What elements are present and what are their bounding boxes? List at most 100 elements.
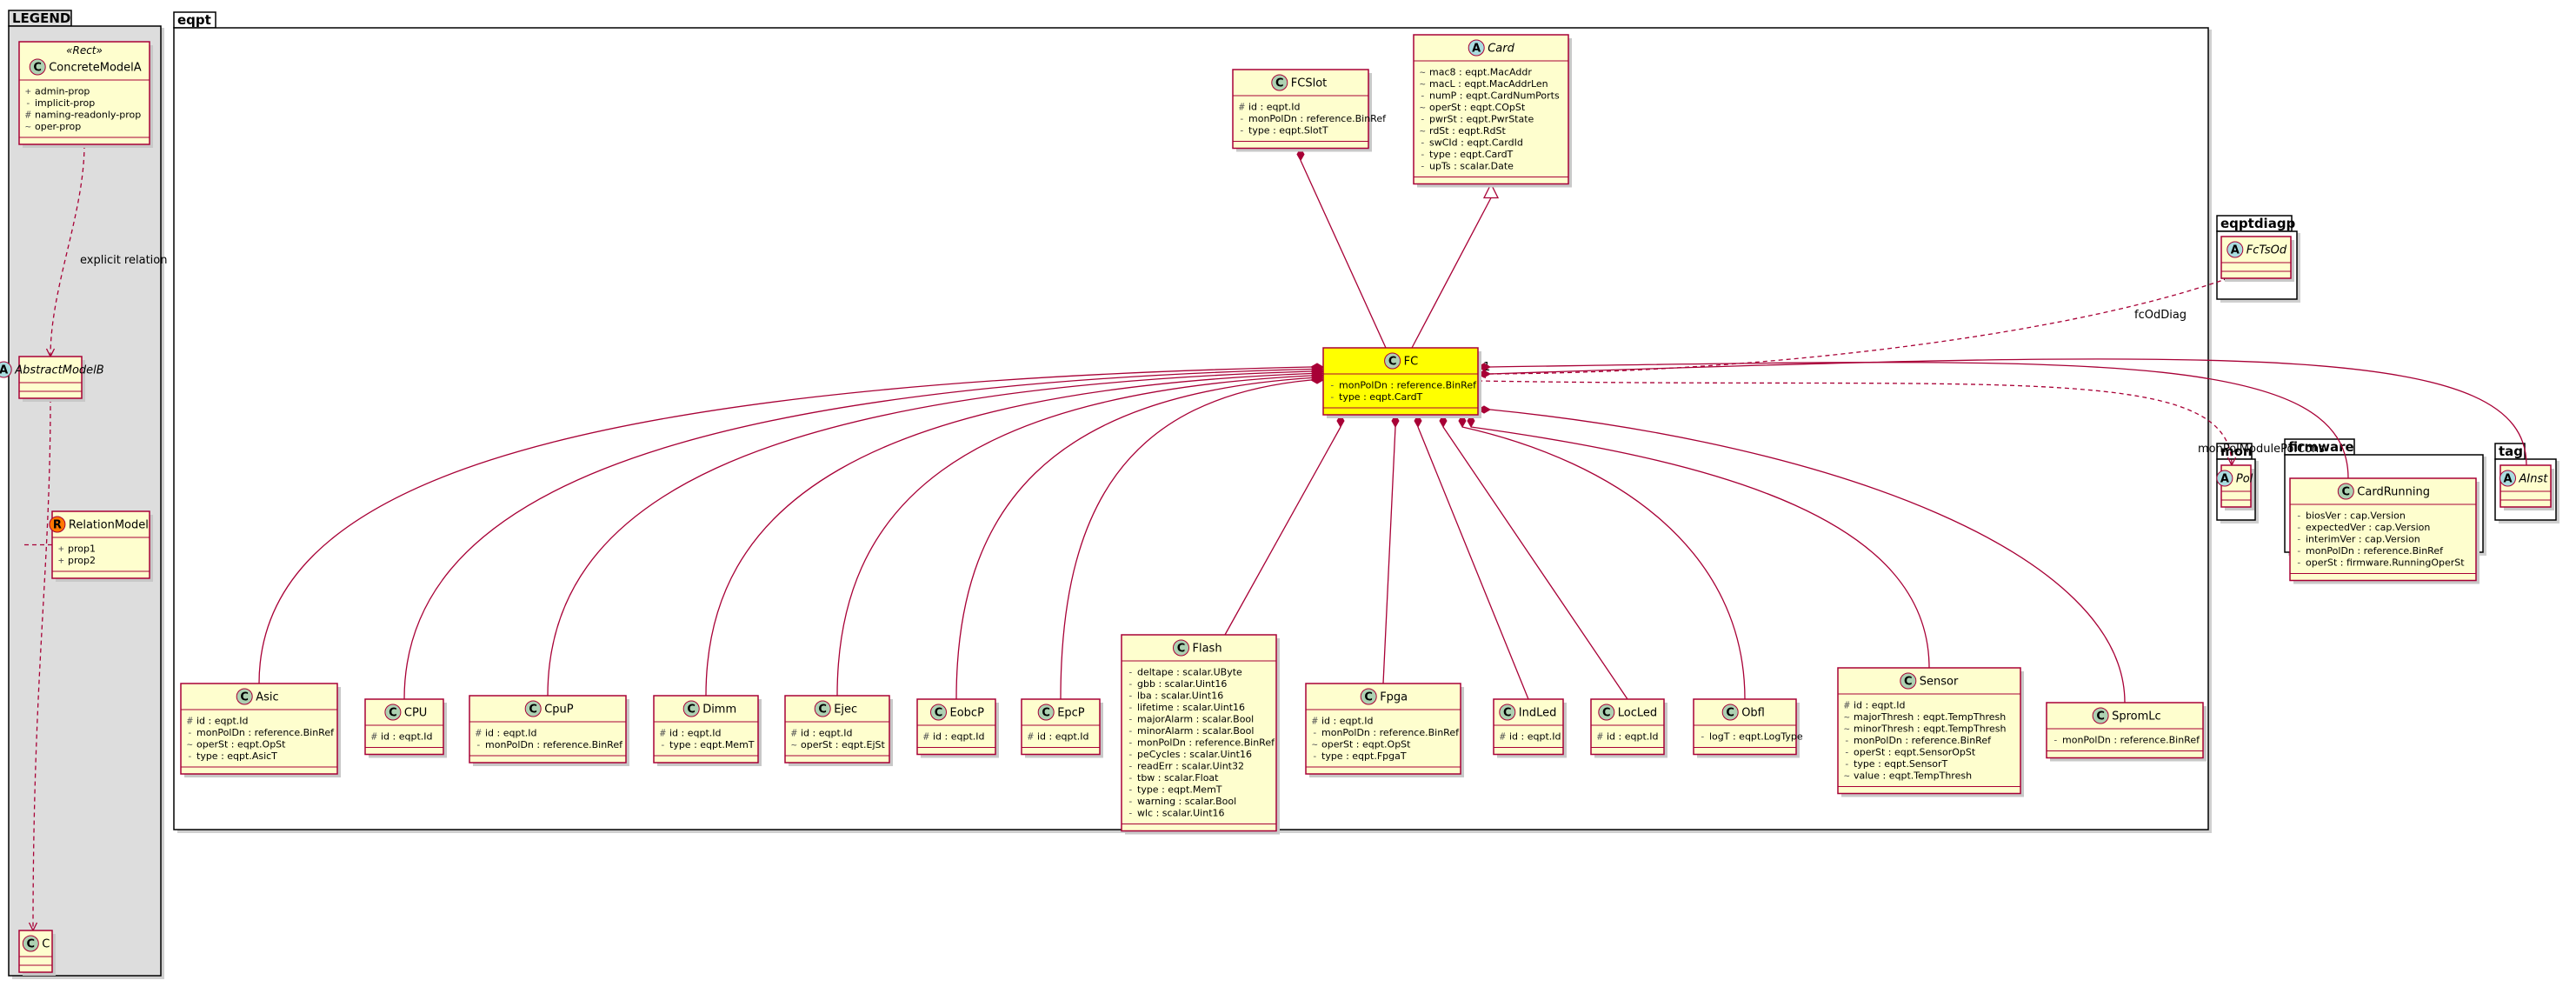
class-name: Flash (1193, 643, 1222, 656)
class-attribute: naming-readonly-prop (35, 110, 141, 121)
package-label: eqpt (177, 12, 211, 28)
class-attribute: operSt : eqpt.OpSt (1321, 739, 1411, 750)
attr-visibility-icon: # (660, 728, 666, 739)
class-kind-letter: C (1904, 676, 1913, 689)
attr-visibility-icon: - (1420, 161, 1426, 172)
attr-visibility-icon: - (1844, 747, 1850, 758)
class-attribute: id : eqpt.Id (1321, 716, 1374, 727)
class-name: Dimm (702, 704, 736, 717)
attr-visibility-icon: - (1844, 758, 1850, 770)
class-attribute: deltape : scalar.UByte (1137, 667, 1242, 678)
attr-visibility-icon: - (2296, 557, 2302, 569)
class-box (1413, 34, 1569, 185)
attr-visibility-icon: - (1239, 125, 1245, 137)
class-kind-letter: R (53, 519, 62, 532)
class-box (364, 698, 444, 756)
class-attribute: rdSt : eqpt.RdSt (1429, 125, 1506, 137)
class-attribute: monPolDn : reference.BinRef (1339, 380, 1477, 391)
class-box (1837, 667, 2021, 795)
attr-visibility-icon: - (1128, 808, 1134, 819)
class-name: CardRunning (2357, 486, 2430, 499)
fc-indled-edge (1417, 426, 1529, 700)
class-attribute: id : eqpt.Id (485, 728, 537, 739)
class-attribute: expectedVer : cap.Version (2306, 522, 2430, 533)
class-attribute: monPolDn : reference.BinRef (2062, 735, 2200, 746)
class-kind-icon (2499, 470, 2516, 487)
class-name: AInst (2519, 473, 2549, 486)
class-attribute: majorThresh : eqpt.TempThresh (1854, 711, 2006, 723)
class-box (51, 510, 150, 579)
attr-visibility-icon: + (25, 86, 31, 97)
class-box (1232, 69, 1369, 150)
attr-visibility-icon: - (1420, 137, 1426, 149)
class-kind-letter: A (2503, 473, 2512, 486)
class-attribute: admin-prop (35, 86, 90, 97)
attr-visibility-icon: # (25, 110, 31, 121)
fc-sensor-edge (1470, 426, 1930, 669)
attr-visibility-icon: # (1028, 731, 1034, 743)
class-kind-icon (1900, 672, 1917, 690)
class-attribute: type : eqpt.CardT (1339, 391, 1423, 403)
attr-visibility-icon: # (923, 731, 929, 743)
class-kind-icon (1384, 352, 1401, 370)
class-attribute: upTs : scalar.Date (1429, 161, 1514, 172)
attr-visibility-icon: - (1128, 772, 1134, 784)
class-box (1693, 698, 1797, 756)
attr-visibility-icon: # (1312, 716, 1318, 727)
class-kind-icon (2216, 470, 2233, 487)
class-name: FCSlot (1291, 77, 1327, 90)
class-box (653, 695, 759, 764)
attr-visibility-icon: - (1128, 667, 1134, 678)
fc-cpup-edge (547, 370, 1312, 697)
class-attribute: logT : eqpt.LogType (1709, 731, 1803, 743)
fcslot-fc-edge (1300, 160, 1387, 349)
class-attribute: operSt : eqpt.COpSt (1429, 102, 1526, 113)
class-attribute: type : eqpt.CardT (1429, 149, 1514, 160)
attr-visibility-icon: - (660, 739, 666, 750)
class-kind-letter: C (2096, 710, 2105, 724)
class-box (18, 41, 150, 145)
attr-visibility-icon: - (2053, 735, 2059, 746)
attr-visibility-icon: - (1128, 737, 1134, 749)
class-stereotype: «Rect» (66, 44, 103, 57)
class-attribute: id : eqpt.Id (1607, 731, 1659, 743)
attr-visibility-icon: ~ (1844, 724, 1850, 735)
attr-visibility-icon: - (25, 97, 31, 109)
class-attribute: readErr : scalar.Uint32 (1137, 761, 1244, 772)
fc-eobcp-edge (955, 377, 1312, 700)
fc-obfl-edge (1461, 426, 1746, 700)
class-attribute: id : eqpt.Id (1248, 102, 1301, 113)
class-kind-letter: C (1275, 77, 1284, 90)
attr-visibility-icon: ~ (1844, 711, 1850, 723)
class-attribute: type : eqpt.SlotT (1248, 125, 1328, 137)
package-label: firmware (2288, 439, 2354, 455)
attr-visibility-icon: - (2296, 534, 2302, 545)
class-attribute: type : eqpt.SensorT (1854, 758, 1948, 770)
fc-epcp-edge (1060, 379, 1312, 700)
class-attribute: type : eqpt.AsicT (196, 750, 277, 762)
package-label: LEGEND (12, 10, 70, 26)
class-kind-letter: C (1177, 643, 1186, 656)
attr-visibility-icon: - (1128, 761, 1134, 772)
fc-asic-edge (258, 366, 1312, 684)
attr-visibility-icon: - (187, 727, 193, 738)
class-box (18, 356, 83, 399)
attr-visibility-icon: ~ (1312, 739, 1318, 750)
monpol-label: monPolModulePolCons (2198, 443, 2325, 456)
class-attribute: id : eqpt.Id (1854, 700, 1906, 711)
class-attribute: prop2 (68, 555, 96, 566)
class-kind-icon (524, 700, 542, 717)
class-attribute: numP : eqpt.CardNumPorts (1429, 90, 1560, 102)
attr-visibility-icon: ~ (25, 121, 31, 132)
attr-visibility-icon: + (58, 544, 64, 555)
explicit-relation-edge (50, 143, 85, 357)
class-attribute: type : eqpt.MemT (1137, 784, 1222, 796)
class-attribute: monPolDn : reference.BinRef (485, 739, 623, 750)
